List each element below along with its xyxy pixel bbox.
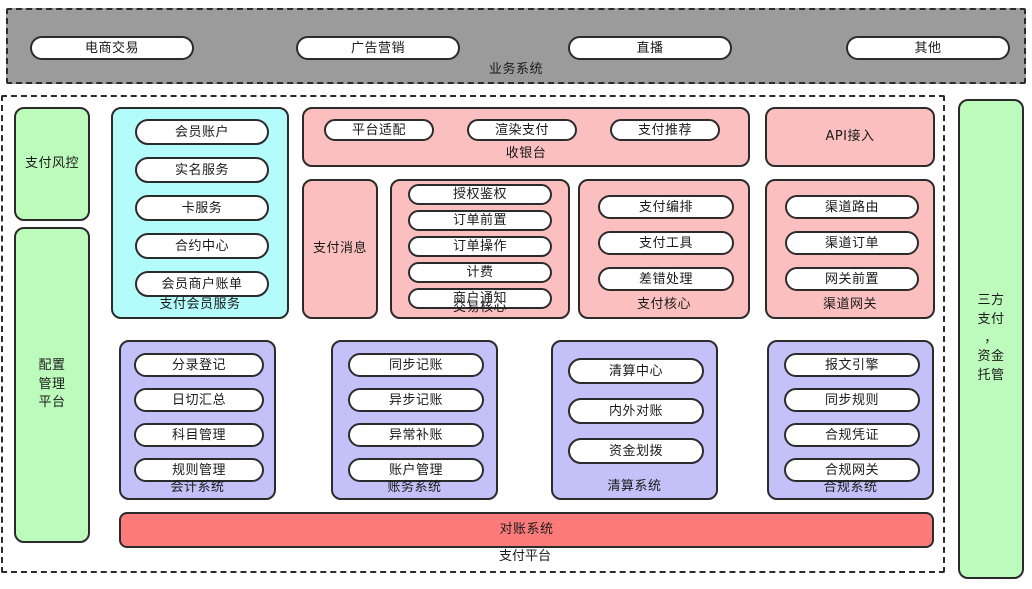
comp-item-voucher[interactable]: 合规凭证 — [784, 423, 920, 447]
comp-item-message-engine[interactable]: 报文引擎 — [784, 353, 920, 377]
channel-gateway-label: 渠道网关 — [822, 297, 877, 312]
cashier-item-platform-adapt[interactable]: 平台适配 — [324, 119, 434, 141]
channel-gateway-group: 渠道路由 渠道订单 网关前置 渠道网关 — [765, 179, 935, 319]
cashier-item-render-payment[interactable]: 渲染支付 — [467, 119, 577, 141]
txn-item-billing[interactable]: 计费 — [408, 262, 552, 283]
compliance-system-group: 报文引擎 同步规则 合规凭证 合规网关 合规系统 — [767, 340, 934, 500]
transaction-core-label: 交易核心 — [452, 300, 507, 315]
reconciliation-system-bar[interactable]: 对账系统 — [119, 512, 934, 548]
txn-item-merchant-notify[interactable]: 商户通知 — [408, 288, 552, 309]
bookkeeping-system-label: 账务系统 — [387, 480, 442, 495]
txn-item-auth[interactable]: 授权鉴权 — [408, 184, 552, 205]
payment-risk-control-box[interactable]: 支付风控 — [14, 107, 90, 221]
acct-item-rule-mgmt[interactable]: 规则管理 — [134, 458, 264, 482]
business-item-livestream[interactable]: 直播 — [568, 36, 732, 60]
settle-item-fund-transfer[interactable]: 资金划拨 — [568, 438, 704, 464]
member-item-realname[interactable]: 实名服务 — [135, 157, 269, 183]
cashier-item-payment-recommend[interactable]: 支付推荐 — [610, 119, 720, 141]
config-management-platform-box[interactable]: 配置 管理 平台 — [14, 227, 90, 543]
payment-core-group: 支付编排 支付工具 差错处理 支付核心 — [578, 179, 750, 319]
api-access-box[interactable]: API接入 — [765, 107, 935, 167]
business-system-label: 业务系统 — [488, 62, 543, 77]
third-party-payment-box[interactable]: 三方 支付 ， 资金 托管 — [958, 99, 1024, 579]
pay-core-item-orchestration[interactable]: 支付编排 — [598, 195, 734, 219]
member-item-contract[interactable]: 合约中心 — [135, 233, 269, 259]
channel-item-order[interactable]: 渠道订单 — [785, 231, 919, 255]
settlement-system-group: 清算中心 内外对账 资金划拨 清算系统 — [551, 340, 718, 500]
payment-platform-label: 支付平台 — [498, 549, 551, 564]
book-item-sync-entry[interactable]: 同步记账 — [348, 353, 484, 377]
member-item-merchant-bill[interactable]: 会员商户账单 — [135, 271, 269, 297]
book-item-async-entry[interactable]: 异步记账 — [348, 388, 484, 412]
acct-item-subject-mgmt[interactable]: 科目管理 — [134, 423, 264, 447]
member-service-label: 支付会员服务 — [159, 297, 241, 312]
bookkeeping-system-group: 同步记账 异步记账 异常补账 账户管理 账务系统 — [331, 340, 498, 500]
cashier-label: 收银台 — [505, 146, 547, 161]
txn-item-order-operation[interactable]: 订单操作 — [408, 236, 552, 257]
member-service-group: 会员账户 实名服务 卡服务 合约中心 会员商户账单 支付会员服务 — [111, 107, 289, 319]
pay-core-item-tools[interactable]: 支付工具 — [598, 231, 734, 255]
pay-core-item-error-handling[interactable]: 差错处理 — [598, 267, 734, 291]
accounting-system-group: 分录登记 日切汇总 科目管理 规则管理 会计系统 — [119, 340, 276, 500]
business-system-banner: 电商交易 广告营销 直播 其他 业务系统 — [6, 8, 1026, 84]
acct-item-entry-register[interactable]: 分录登记 — [134, 353, 264, 377]
book-item-exception-fix[interactable]: 异常补账 — [348, 423, 484, 447]
compliance-system-label: 合规系统 — [823, 480, 878, 495]
settle-item-reconcile[interactable]: 内外对账 — [568, 398, 704, 424]
cashier-group: 平台适配 渲染支付 支付推荐 收银台 — [302, 107, 750, 167]
settlement-system-label: 清算系统 — [607, 479, 662, 494]
business-item-advertising[interactable]: 广告营销 — [296, 36, 460, 60]
comp-item-gateway[interactable]: 合规网关 — [784, 458, 920, 482]
channel-item-gateway-front[interactable]: 网关前置 — [785, 267, 919, 291]
business-item-ecommerce[interactable]: 电商交易 — [30, 36, 194, 60]
accounting-system-label: 会计系统 — [170, 480, 225, 495]
comp-item-sync-rule[interactable]: 同步规则 — [784, 388, 920, 412]
txn-item-order-front[interactable]: 订单前置 — [408, 210, 552, 231]
member-item-card[interactable]: 卡服务 — [135, 195, 269, 221]
settle-item-center[interactable]: 清算中心 — [568, 358, 704, 384]
business-item-other[interactable]: 其他 — [846, 36, 1010, 60]
transaction-core-group: 授权鉴权 订单前置 订单操作 计费 商户通知 交易核心 — [390, 179, 570, 319]
member-item-account[interactable]: 会员账户 — [135, 119, 269, 145]
acct-item-daily-summary[interactable]: 日切汇总 — [134, 388, 264, 412]
payment-platform-zone — [1, 95, 945, 573]
book-item-account-mgmt[interactable]: 账户管理 — [348, 458, 484, 482]
channel-item-routing[interactable]: 渠道路由 — [785, 195, 919, 219]
payment-message-box[interactable]: 支付消息 — [302, 179, 378, 319]
payment-core-label: 支付核心 — [636, 297, 691, 312]
